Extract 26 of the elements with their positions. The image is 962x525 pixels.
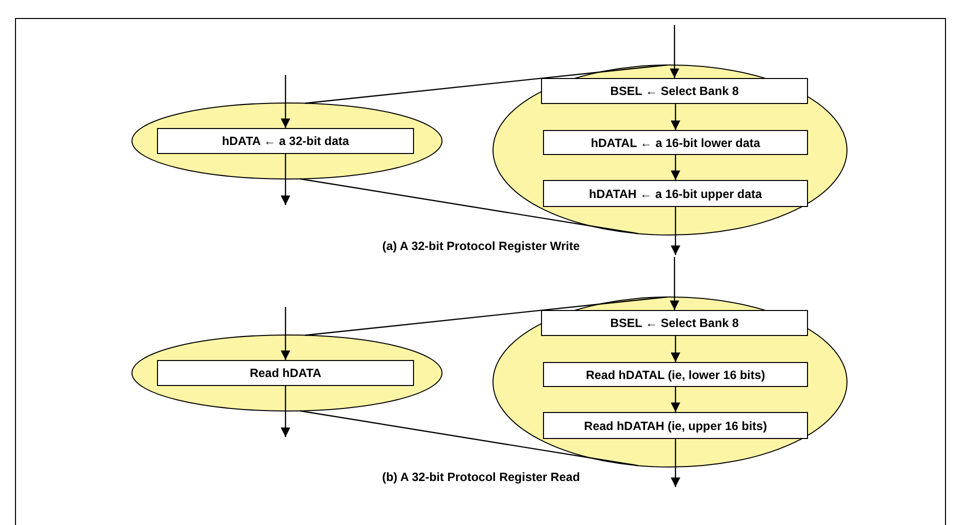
process-box: Read hDATAH (ie, upper 16 bits) [543,412,808,439]
arrow [280,75,290,128]
arrow [280,386,290,437]
process-box: Read hDATAL (ie, lower 16 bits) [543,362,808,387]
figure-caption: (a) A 32-bit Protocol Register Write [382,238,580,255]
process-box: hDATAL ← a 16-bit lower data [543,130,808,155]
arrow [670,104,680,130]
process-box: hDATA ← a 32-bit data [157,128,414,154]
arrow [670,207,680,255]
arrow [280,307,290,360]
process-box: hDATAH ← a 16-bit upper data [543,180,808,207]
arrow [670,336,680,362]
process-box: BSEL ← Select Bank 8 [541,310,808,336]
arrow [280,154,290,205]
figure-caption: (b) A 32-bit Protocol Register Read [382,469,580,486]
process-box: Read hDATA [157,360,414,386]
arrow [670,439,680,487]
zoom-line [304,296,668,336]
arrow [670,155,680,180]
process-box: BSEL ← Select Bank 8 [541,78,808,104]
zoom-line [300,178,638,234]
arrow [670,387,680,412]
arrow [670,25,680,78]
arrow [670,257,680,310]
zoom-line [304,64,668,104]
zoom-line [300,410,638,466]
